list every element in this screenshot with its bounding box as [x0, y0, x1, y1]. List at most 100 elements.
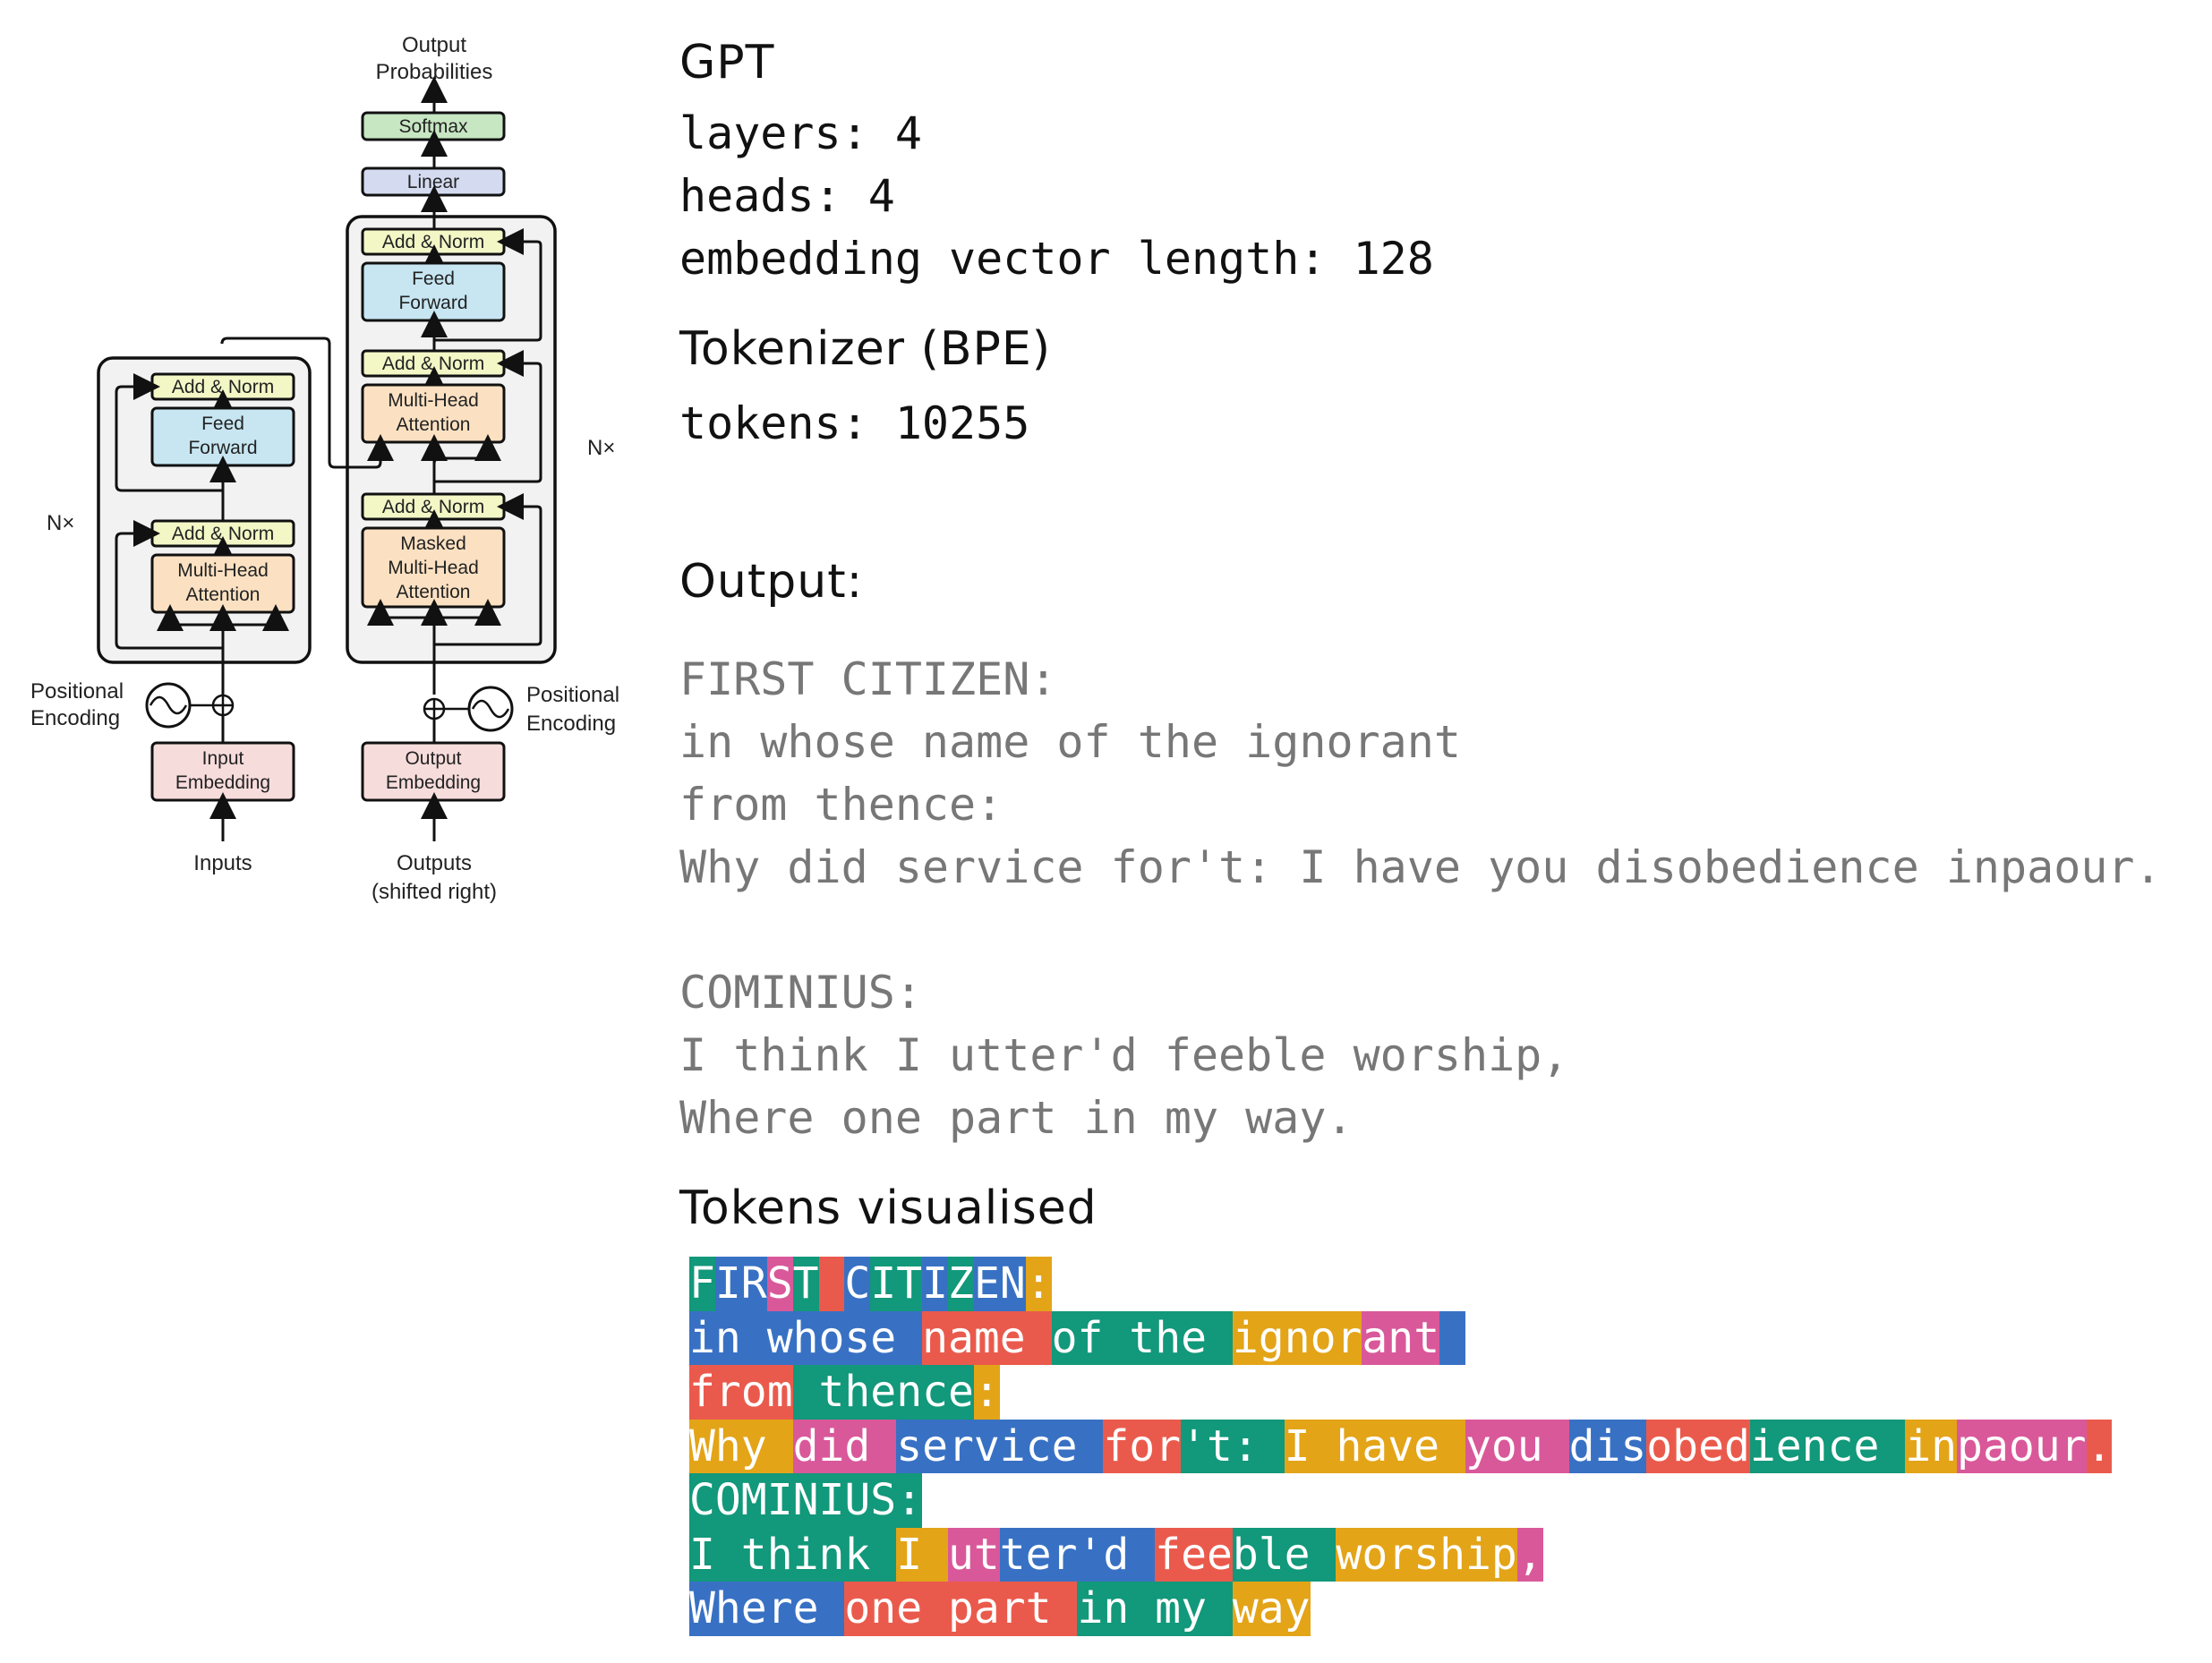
decoder-nx-label: N×: [587, 436, 615, 460]
token: way: [1232, 1582, 1311, 1636]
token: fee: [1155, 1527, 1233, 1582]
layers-text: layers: 4: [679, 107, 922, 159]
tokens-visualisation: FIRST CITIZEN:in whose name of the ignor…: [689, 1257, 2113, 1636]
token: ble: [1232, 1527, 1337, 1582]
token: :: [1025, 1257, 1052, 1311]
output-line: from thence:: [679, 779, 1004, 831]
output-line: in whose name of the ignorant: [679, 716, 1461, 768]
output-line: I think I utter'd feeble worship,: [679, 1029, 1569, 1081]
decoder-ff-label-2: Forward: [398, 293, 467, 313]
token: ience: [1749, 1419, 1906, 1473]
token-line: Why did service for't: I have you disobe…: [689, 1419, 2113, 1473]
token: service: [896, 1419, 1104, 1473]
token-line: in whose name of the ignorant: [689, 1310, 2112, 1365]
decoder-mha-label-1: Multi-Head: [388, 390, 479, 411]
masked-mha-label-2: Multi-Head: [388, 558, 479, 578]
token: did: [792, 1419, 897, 1473]
token: I have: [1284, 1419, 1465, 1473]
encoder-container: [97, 356, 312, 664]
embedding-text: embedding vector length: 128: [679, 233, 1434, 285]
token: .: [2086, 1419, 2113, 1473]
encoder-add-norm-2-label: Add & Norm: [172, 377, 274, 397]
decoder-add-norm-1-label: Add & Norm: [382, 497, 484, 517]
tokenizer-title: Tokenizer (BPE): [679, 322, 1052, 376]
encoder-ff-label-1: Feed: [201, 414, 244, 434]
decoder-positional-label-2: Encoding: [526, 712, 616, 736]
outputs-label-2: (shifted right): [372, 880, 497, 904]
token: Where: [689, 1582, 845, 1636]
output-line: FIRST CITIZEN:: [679, 653, 1057, 705]
masked-mha-label-3: Attention: [397, 582, 471, 602]
inputs-label: Inputs: [193, 851, 252, 875]
output-line: Why did service for't: I have you disobe…: [679, 841, 2162, 893]
decoder-mha-label-2: Attention: [397, 414, 471, 435]
output-line: Where one part in my way.: [679, 1092, 1354, 1144]
model-title: GPT: [679, 36, 775, 90]
token: worship: [1336, 1527, 1517, 1582]
decoder-add-norm-2-label: Add & Norm: [382, 354, 484, 374]
token-line: I think I utter'd feeble worship,: [689, 1527, 2112, 1582]
encoder-ff-label-2: Forward: [188, 438, 257, 458]
masked-mha-label-1: Masked: [400, 533, 466, 554]
token-line: Where one part in my way: [689, 1582, 2112, 1636]
token: thence: [792, 1365, 974, 1420]
tokens-visualised-heading: Tokens visualised: [679, 1181, 1097, 1235]
encoder-positional-label-1: Positional: [30, 679, 124, 704]
token: I: [922, 1257, 949, 1311]
token: paour: [1957, 1419, 2087, 1473]
output-embedding-label-1: Output: [405, 748, 461, 769]
token: ,: [1516, 1527, 1543, 1582]
token: [1439, 1310, 1465, 1365]
transformer-architecture-diagram: Output Probabilities Softmax Linear Add …: [0, 0, 680, 931]
token: [818, 1257, 845, 1311]
token: I think: [689, 1527, 897, 1582]
tokens-count-text: tokens: 10255: [679, 397, 1030, 449]
token: dis: [1568, 1419, 1647, 1473]
token: I: [896, 1527, 948, 1582]
token: C: [844, 1257, 871, 1311]
token: IR: [714, 1257, 767, 1311]
encoder-positional-label-2: Encoding: [30, 706, 120, 730]
token: in: [1905, 1419, 1958, 1473]
token: 't:: [1181, 1419, 1285, 1473]
output-probabilities-label-2: Probabilities: [376, 60, 493, 84]
encoder-nx-label: N×: [47, 511, 74, 535]
token: ignor: [1232, 1310, 1362, 1365]
output-heading: Output:: [679, 555, 864, 609]
token: ut: [947, 1527, 1000, 1582]
decoder-add-norm-3-label: Add & Norm: [382, 232, 484, 252]
token: ter'd: [999, 1527, 1156, 1582]
output-probabilities-label: Output: [402, 33, 466, 57]
outputs-label-1: Outputs: [397, 851, 472, 875]
token: S: [766, 1257, 793, 1311]
token: Why: [689, 1419, 793, 1473]
token-line: from thence:: [689, 1365, 2112, 1420]
token: T: [792, 1257, 819, 1311]
token: in my: [1077, 1582, 1233, 1636]
token: of the: [1051, 1310, 1233, 1365]
linear-label: Linear: [407, 172, 459, 192]
input-embedding-label-2: Embedding: [175, 772, 270, 793]
token: one part: [844, 1582, 1078, 1636]
token: COMINIUS:: [689, 1473, 923, 1528]
output-embedding-label-2: Embedding: [386, 772, 481, 793]
encoder-mha-label-1: Multi-Head: [177, 560, 269, 581]
decoder-positional-label-1: Positional: [526, 683, 619, 707]
output-line: COMINIUS:: [679, 967, 922, 1019]
token-line: COMINIUS:: [689, 1473, 2112, 1528]
token: you: [1465, 1419, 1569, 1473]
token: name: [922, 1310, 1052, 1365]
input-embedding-label-1: Input: [202, 748, 244, 769]
token: in whose: [689, 1310, 923, 1365]
token: obed: [1646, 1419, 1750, 1473]
token: :: [973, 1365, 1000, 1420]
token: from: [689, 1365, 793, 1420]
heads-text: heads: 4: [679, 170, 895, 222]
token: EN: [973, 1257, 1026, 1311]
token: for: [1103, 1419, 1182, 1473]
decoder-ff-label-1: Feed: [412, 269, 455, 289]
model-info-panel: GPT layers: 4 heads: 4 embedding vector …: [678, 0, 2199, 1663]
token: IT: [870, 1257, 923, 1311]
token-line: FIRST CITIZEN:: [689, 1257, 2112, 1311]
token: Z: [948, 1257, 974, 1311]
